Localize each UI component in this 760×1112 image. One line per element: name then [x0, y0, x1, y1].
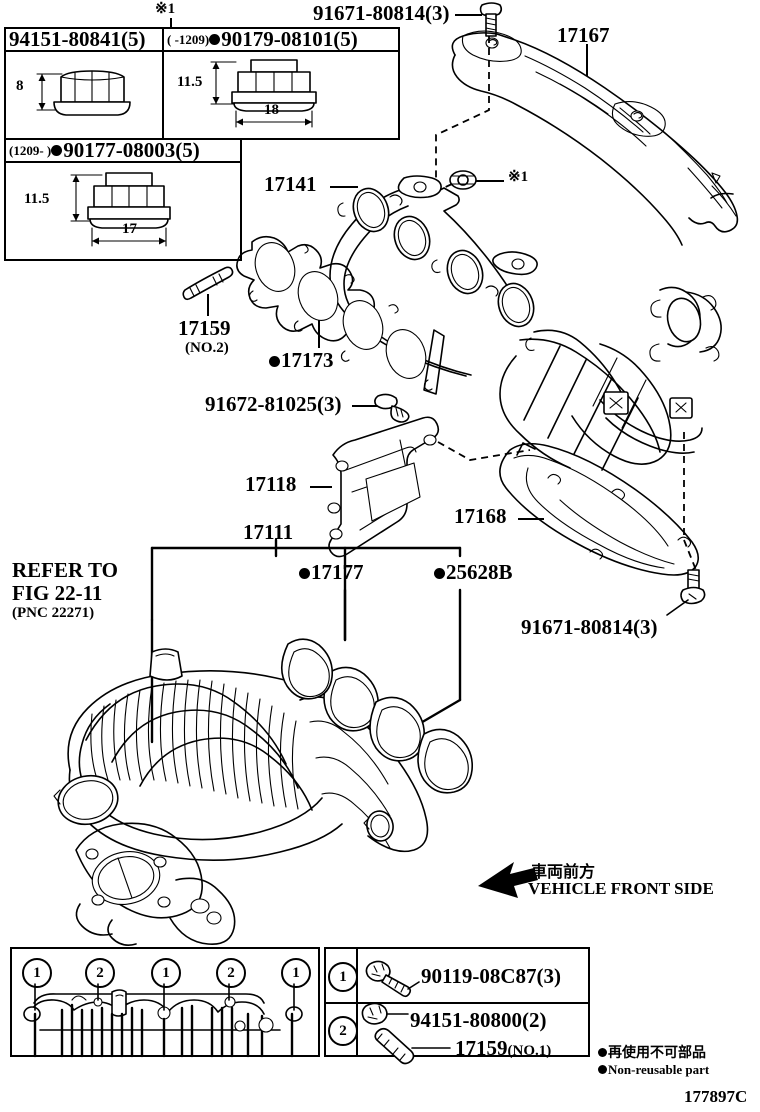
- legend-row-2-part-b: 17159(NO.1): [455, 1036, 552, 1060]
- legend-stud-17159-icon: [374, 1027, 451, 1065]
- pn-17118-leader: [310, 486, 332, 488]
- gasket-17173-drawing: [236, 235, 445, 395]
- bottom-gasket-sketch: [23, 983, 303, 1058]
- gasket-callout-1: 1: [22, 958, 52, 988]
- note-mark-mid-label: ※1: [508, 169, 529, 185]
- pn-91672-81025-label: 91672-81025(3): [205, 392, 342, 416]
- detail-box-94151-header: 94151-80841(5): [4, 27, 164, 52]
- heat-insulator-17168-drawing: [499, 442, 700, 576]
- seal-25628B-icon: [363, 810, 394, 842]
- detail-box-90179-width-dim: 18: [264, 102, 279, 118]
- intake-manifold-17111-drawing: [53, 638, 474, 946]
- detail-box-90177-prefix: (1209- ): [9, 143, 52, 158]
- detail-box-94151-height-dim: 8: [16, 78, 24, 94]
- pn-17173-leader: [318, 300, 320, 348]
- pn-17159-no2-sub: (NO.2): [185, 340, 229, 356]
- note-mark-top-leader: [170, 18, 172, 34]
- legend-row-2-part-a: 94151-80800(2): [410, 1008, 547, 1032]
- pn-17118-label: 17118: [245, 472, 297, 496]
- pn-17111-label: 17111: [243, 520, 294, 544]
- diagram-code: 177897C: [684, 1087, 748, 1106]
- legend-row-1-number: 1: [328, 962, 358, 992]
- bracket-17167-drawing: [451, 30, 739, 246]
- stud-bolt-17159-no2-icon: [182, 266, 234, 301]
- pn-17141-label: 17141: [264, 172, 317, 196]
- pn-17177-label: 17177: [299, 562, 364, 583]
- pn-91671-80814-top-label: 91671-80814(3): [313, 1, 450, 25]
- detail-box-90177-width-dim: 17: [122, 221, 137, 237]
- gasket-17177-icons: [280, 638, 474, 794]
- pn-25628B-label: 25628B: [434, 562, 513, 583]
- refer-line1: REFER TO: [12, 558, 119, 582]
- vehicle-front-en: VEHICLE FRONT SIDE: [528, 879, 714, 898]
- non-reusable-dot-icon: [209, 34, 221, 45]
- note-mark-top-label: ※1: [155, 1, 176, 17]
- pn-17168-leader: [518, 518, 544, 520]
- note-mark-mid-leader: [476, 180, 504, 182]
- legend-bolt-90119-icon: [365, 960, 420, 998]
- gasket-callout-5: 1: [281, 958, 311, 988]
- pn-17167-leader: [586, 44, 588, 76]
- detail-box-90177-height-dim: 11.5: [24, 191, 50, 207]
- non-reusable-dot-icon: [598, 1065, 607, 1074]
- legend-row-2-part-b-suffix: (NO.1): [507, 1043, 552, 1059]
- legend-jp: 再使用不可部品: [598, 1042, 706, 1062]
- detail-box-90179-body: 11.5 18: [162, 50, 400, 140]
- pn-17167-label: 17167: [557, 23, 610, 47]
- nut-drawing-90179: [210, 59, 317, 128]
- nut-drawing-90177: [70, 172, 171, 247]
- pn-17168-label: 17168: [454, 504, 507, 528]
- pn-17159-no2-leader: [207, 294, 209, 316]
- gasket-callout-2: 2: [85, 958, 115, 988]
- pn-17159-no2-label: 17159: [178, 316, 231, 340]
- detail-box-90179-prefix: ( -1209): [167, 32, 210, 47]
- legend-nut-94151-icon: [361, 1002, 409, 1025]
- parts-legend-col-divider: [356, 947, 358, 1057]
- refer-line3: (PNC 22271): [12, 605, 95, 621]
- vehicle-front-arrow-icon: [478, 862, 538, 898]
- non-reusable-dot-icon: [598, 1048, 607, 1057]
- legend-row-2-number: 2: [328, 1016, 358, 1046]
- pn-91672-81025-leader: [352, 405, 378, 407]
- washer-note1-icon: [449, 170, 477, 190]
- non-reusable-dot-icon: [434, 568, 445, 579]
- parts-legend-divider: [324, 1002, 590, 1004]
- bolt-91671-top-icon: [479, 2, 503, 37]
- legend-row-1-part: 90119-08C87(3): [421, 964, 561, 988]
- vehicle-front-jp: 車両前方: [531, 862, 596, 881]
- gasket-callout-4: 2: [216, 958, 246, 988]
- exhaust-manifold-17141-drawing: [329, 175, 722, 471]
- gasket-callout-3: 1: [151, 958, 181, 988]
- non-reusable-dot-icon: [51, 145, 63, 156]
- pn-91671-80814-bot-label: 91671-80814(3): [521, 615, 658, 639]
- pn-17173-label: 17173: [269, 350, 334, 371]
- detail-box-90179-height-dim: 11.5: [177, 74, 203, 90]
- non-reusable-dot-icon: [269, 356, 280, 367]
- bolt-91672-81025-icon: [374, 393, 410, 423]
- pn-17141-leader: [330, 186, 358, 188]
- legend-en: Non-reusable part: [598, 1062, 709, 1077]
- pn-91671-80814-top-leader: [455, 14, 482, 16]
- bolt-91671-bottom-icon: [680, 569, 706, 605]
- bracket-17118-drawing: [327, 416, 440, 558]
- detail-box-90179-header: ( -1209) 90179-08101(5): [162, 27, 400, 52]
- detail-box-90177-body: 11.5 17: [4, 161, 242, 261]
- non-reusable-dot-icon: [299, 568, 310, 579]
- refer-line2: FIG 22-11: [12, 581, 103, 605]
- nut-drawing-94151: [36, 70, 131, 116]
